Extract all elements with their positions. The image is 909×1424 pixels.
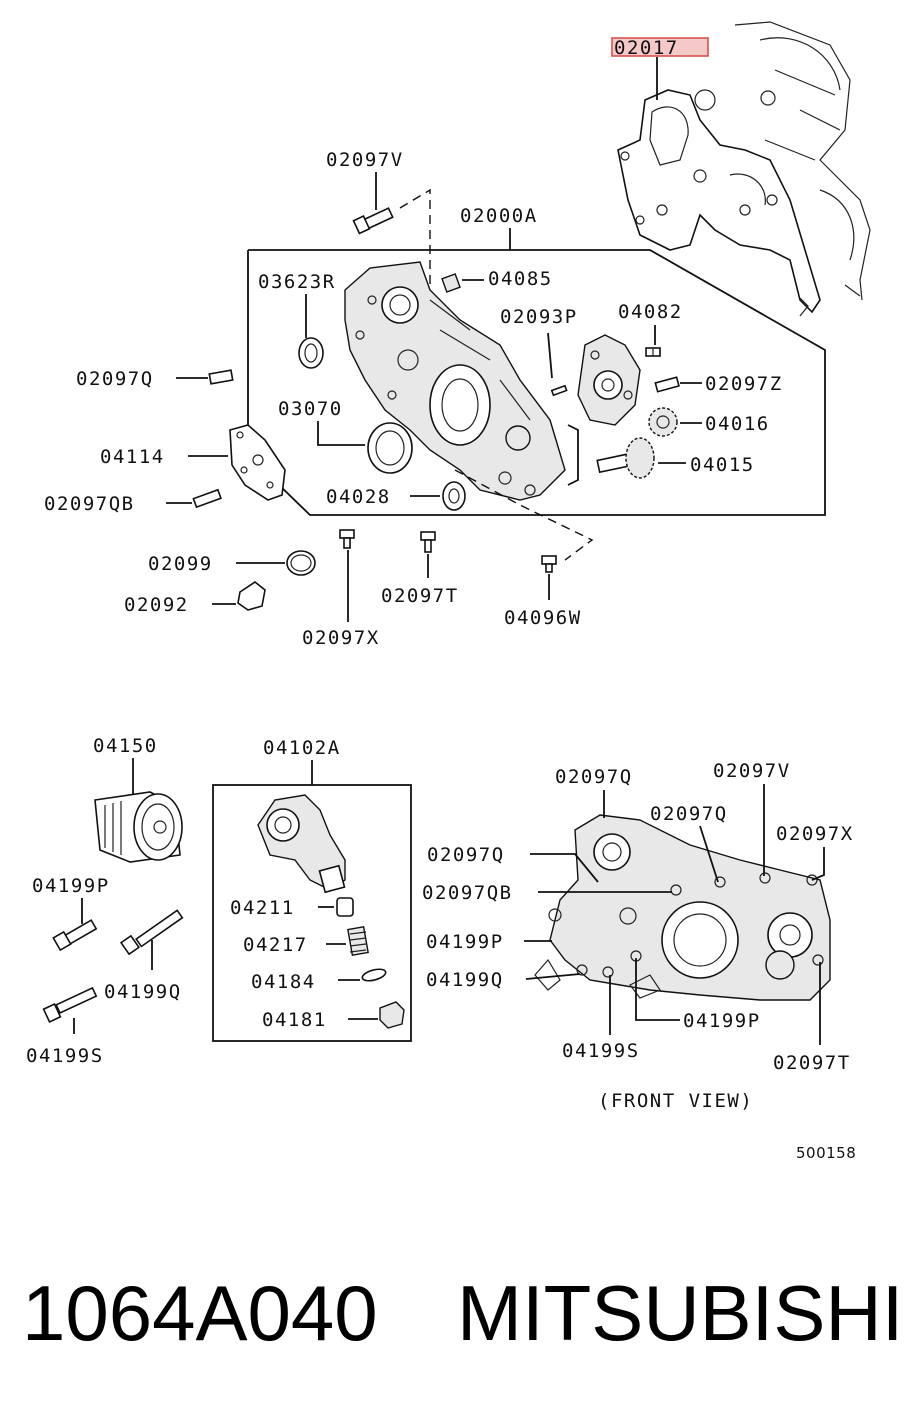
label-04102a[interactable]: 04102A <box>263 737 341 759</box>
bolt-04096w-icon <box>541 555 557 573</box>
plug-04211-icon <box>336 897 354 917</box>
gasket-02092-icon <box>237 581 266 611</box>
label-02017[interactable]: 02017 <box>614 37 679 59</box>
label-fv-02097q-left[interactable]: 02097Q <box>427 844 505 866</box>
label-fv-02097qb[interactable]: 02097QB <box>422 882 513 904</box>
bolt-02097t-icon <box>420 531 436 553</box>
label-04217[interactable]: 04217 <box>243 934 308 956</box>
screw-04082-icon <box>645 347 661 357</box>
bolt-04199p-icon <box>52 919 98 952</box>
label-fv-04199q[interactable]: 04199Q <box>426 969 504 991</box>
plug-04181-icon <box>379 1001 405 1029</box>
label-02097x[interactable]: 02097X <box>302 627 380 649</box>
label-fv-04199p-left[interactable]: 04199P <box>426 931 504 953</box>
label-02093p[interactable]: 02093P <box>500 306 578 328</box>
label-fv-02097q-top[interactable]: 02097Q <box>555 766 633 788</box>
pin-02093p-icon <box>550 384 568 397</box>
label-02099[interactable]: 02099 <box>148 553 213 575</box>
front-view-caption: (FRONT VIEW) <box>598 1090 753 1112</box>
front-view-case-icon <box>534 814 831 1001</box>
oil-pump-case-icon <box>344 261 566 501</box>
label-04028[interactable]: 04028 <box>326 486 391 508</box>
bracket-box-04102a <box>212 784 412 1042</box>
label-02092[interactable]: 02092 <box>124 594 189 616</box>
label-04114[interactable]: 04114 <box>100 446 165 468</box>
label-03623r[interactable]: 03623R <box>258 271 336 293</box>
bolt-04199s-icon <box>42 986 98 1023</box>
label-04211[interactable]: 04211 <box>230 897 295 919</box>
label-04199s-left[interactable]: 04199S <box>26 1045 104 1067</box>
label-04181[interactable]: 04181 <box>262 1009 327 1031</box>
seal-03070-icon <box>367 422 413 474</box>
spring-04217-icon <box>347 925 369 957</box>
bolt-02097q-icon <box>208 369 234 385</box>
label-04199q-left[interactable]: 04199Q <box>104 981 182 1003</box>
label-04015[interactable]: 04015 <box>690 454 755 476</box>
timing-case-gasket-02017 <box>617 89 821 317</box>
bolt-02097z-icon <box>654 376 680 393</box>
label-fv-02097q-mid[interactable]: 02097Q <box>650 803 728 825</box>
part-number: 1064A040 <box>22 1269 378 1357</box>
label-04016[interactable]: 04016 <box>705 413 770 435</box>
label-04184[interactable]: 04184 <box>251 971 316 993</box>
oil-pump-cover-icon <box>577 334 641 426</box>
label-fv-04199s[interactable]: 04199S <box>562 1040 640 1062</box>
plate-04114-icon <box>229 424 286 501</box>
label-04199p-left[interactable]: 04199P <box>32 875 110 897</box>
brand-name: MITSUBISHI <box>457 1269 903 1357</box>
label-03070[interactable]: 03070 <box>278 398 343 420</box>
seal-04028-icon <box>442 481 466 511</box>
label-04082[interactable]: 04082 <box>618 301 683 323</box>
seal-03623r-icon <box>298 337 324 369</box>
diagram-number: 500158 <box>796 1144 856 1162</box>
label-fv-02097t[interactable]: 02097T <box>773 1052 851 1074</box>
label-fv-02097v[interactable]: 02097V <box>713 760 791 782</box>
bolt-02097x-icon <box>339 529 355 549</box>
label-04085[interactable]: 04085 <box>488 268 553 290</box>
washer-04184-icon <box>361 968 387 982</box>
label-04150[interactable]: 04150 <box>93 735 158 757</box>
label-02000a[interactable]: 02000A <box>460 205 538 227</box>
oil-filter-bracket-icon <box>257 794 346 894</box>
label-02097qb[interactable]: 02097QB <box>44 493 135 515</box>
oring-02099-icon <box>286 550 316 576</box>
gear-04016-icon <box>648 407 678 437</box>
bolt-02097v-icon <box>352 207 394 235</box>
oil-filter-04150-icon <box>94 791 183 863</box>
label-02097v-top[interactable]: 02097V <box>326 149 404 171</box>
label-04096w[interactable]: 04096W <box>504 607 582 629</box>
label-fv-02097x[interactable]: 02097X <box>776 823 854 845</box>
engine-block-illustration <box>734 21 871 301</box>
plug-04085-icon <box>441 273 461 293</box>
bolt-02097qb-icon <box>192 488 222 509</box>
label-fv-04199p-right[interactable]: 04199P <box>683 1010 761 1032</box>
label-02097z[interactable]: 02097Z <box>705 373 783 395</box>
label-02097t[interactable]: 02097T <box>381 585 459 607</box>
highlight-box-02017 <box>611 37 709 57</box>
bolt-04199q-icon <box>119 909 184 956</box>
label-02097q[interactable]: 02097Q <box>76 368 154 390</box>
gear-04015-icon <box>596 437 655 479</box>
